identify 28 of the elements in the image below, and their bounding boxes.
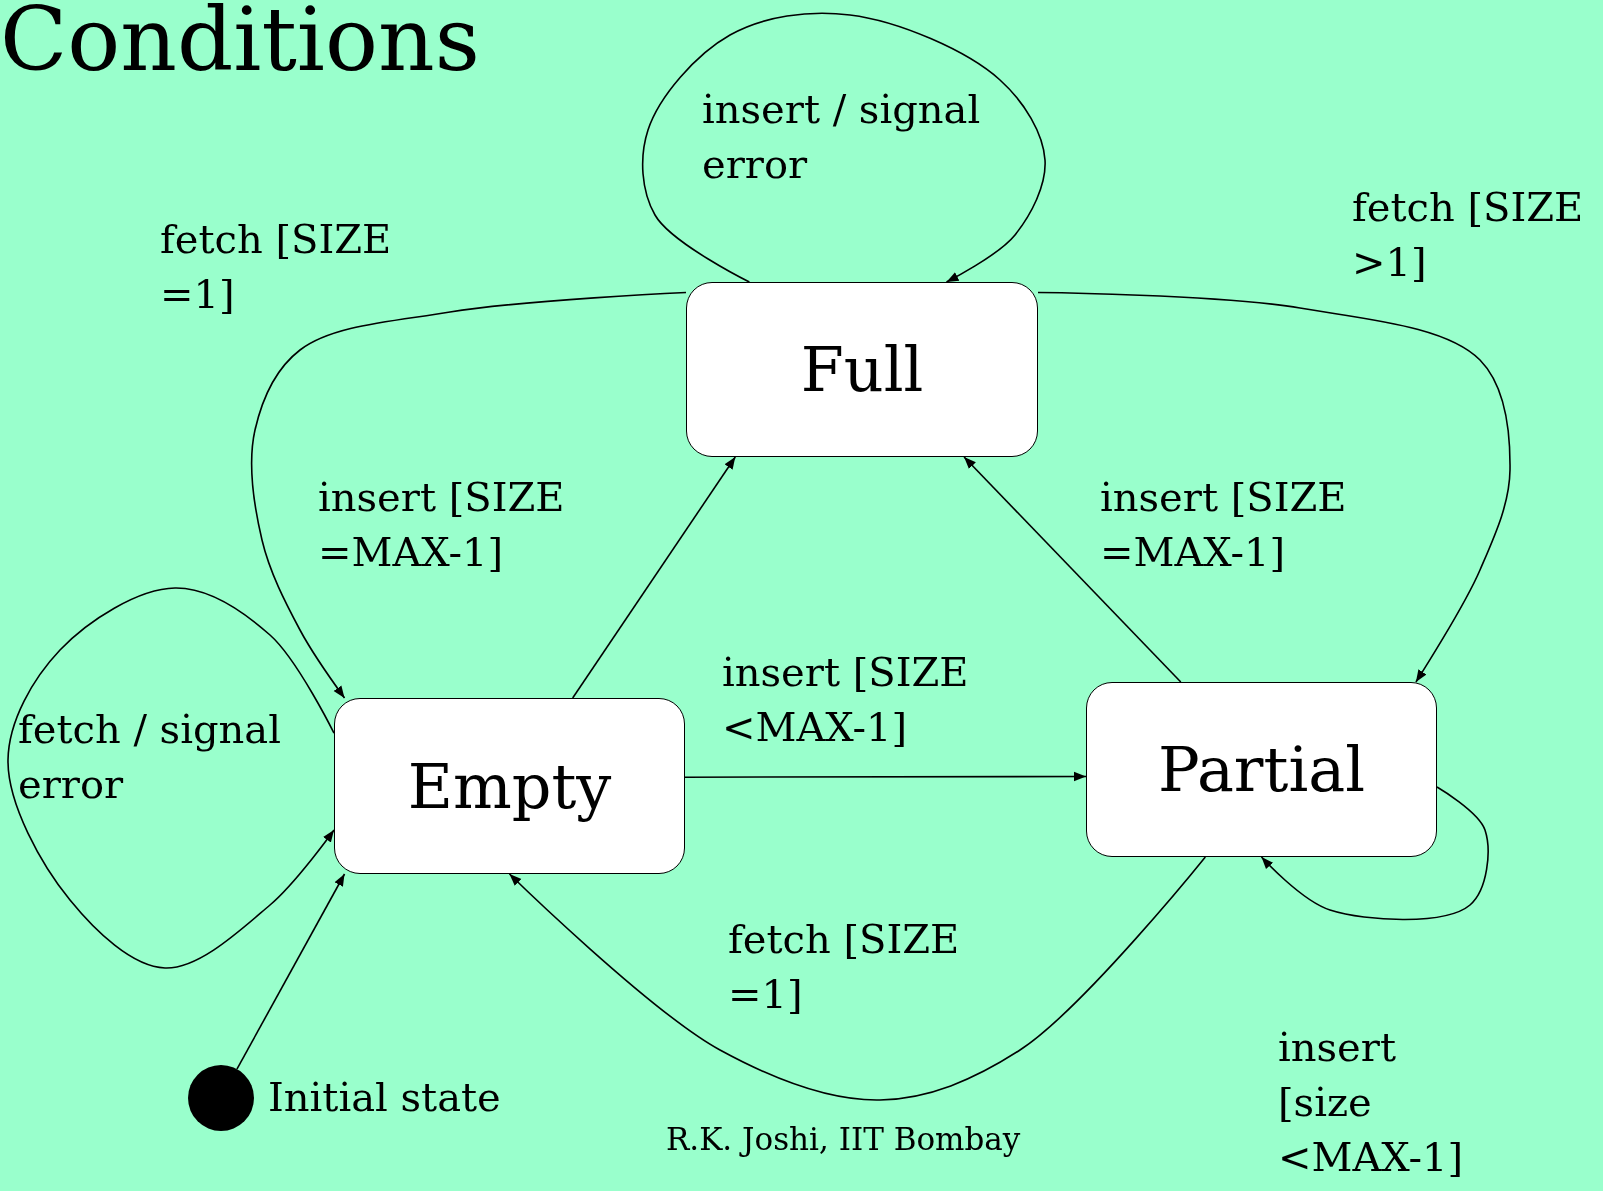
title: Conditions <box>0 0 480 89</box>
edge-label: fetch [SIZE >1] <box>1352 183 1585 288</box>
edge-label: insert / signal error <box>702 85 982 190</box>
transition-arrow <box>1037 291 1511 683</box>
transition-arrow <box>7 587 335 969</box>
state-name: Partial <box>1157 733 1366 806</box>
edge-label: insert [SIZE <MAX-1] <box>722 648 970 753</box>
transition-arrow <box>571 456 737 699</box>
state-box <box>1086 682 1437 857</box>
edge-label: fetch [SIZE =1] <box>160 215 393 320</box>
transition-arrow <box>250 291 687 699</box>
edge-label: insert [SIZE =MAX-1] <box>318 473 566 578</box>
transition-arrow <box>236 873 346 1070</box>
state-box <box>686 282 1038 457</box>
edge-label: fetch / signal error <box>18 705 282 810</box>
transition-arrow <box>641 12 1046 283</box>
state-name: Empty <box>407 749 612 823</box>
state-box <box>334 698 685 874</box>
state-name: Full <box>800 333 924 406</box>
transition-arrow <box>1260 786 1489 921</box>
transition-arrow <box>508 856 1207 1101</box>
transition-arrow <box>684 771 1087 782</box>
transition-arrow <box>963 456 1182 683</box>
edge-label: fetch [SIZE =1] <box>728 915 961 1020</box>
edge-label: insert [SIZE =MAX-1] <box>1100 473 1348 578</box>
author-credit: R.K. Joshi, IIT Bombay <box>666 1120 1021 1159</box>
state-caption: Initial state <box>268 1073 501 1122</box>
edge-label: insert [size <MAX-1] <box>1278 1023 1464 1183</box>
